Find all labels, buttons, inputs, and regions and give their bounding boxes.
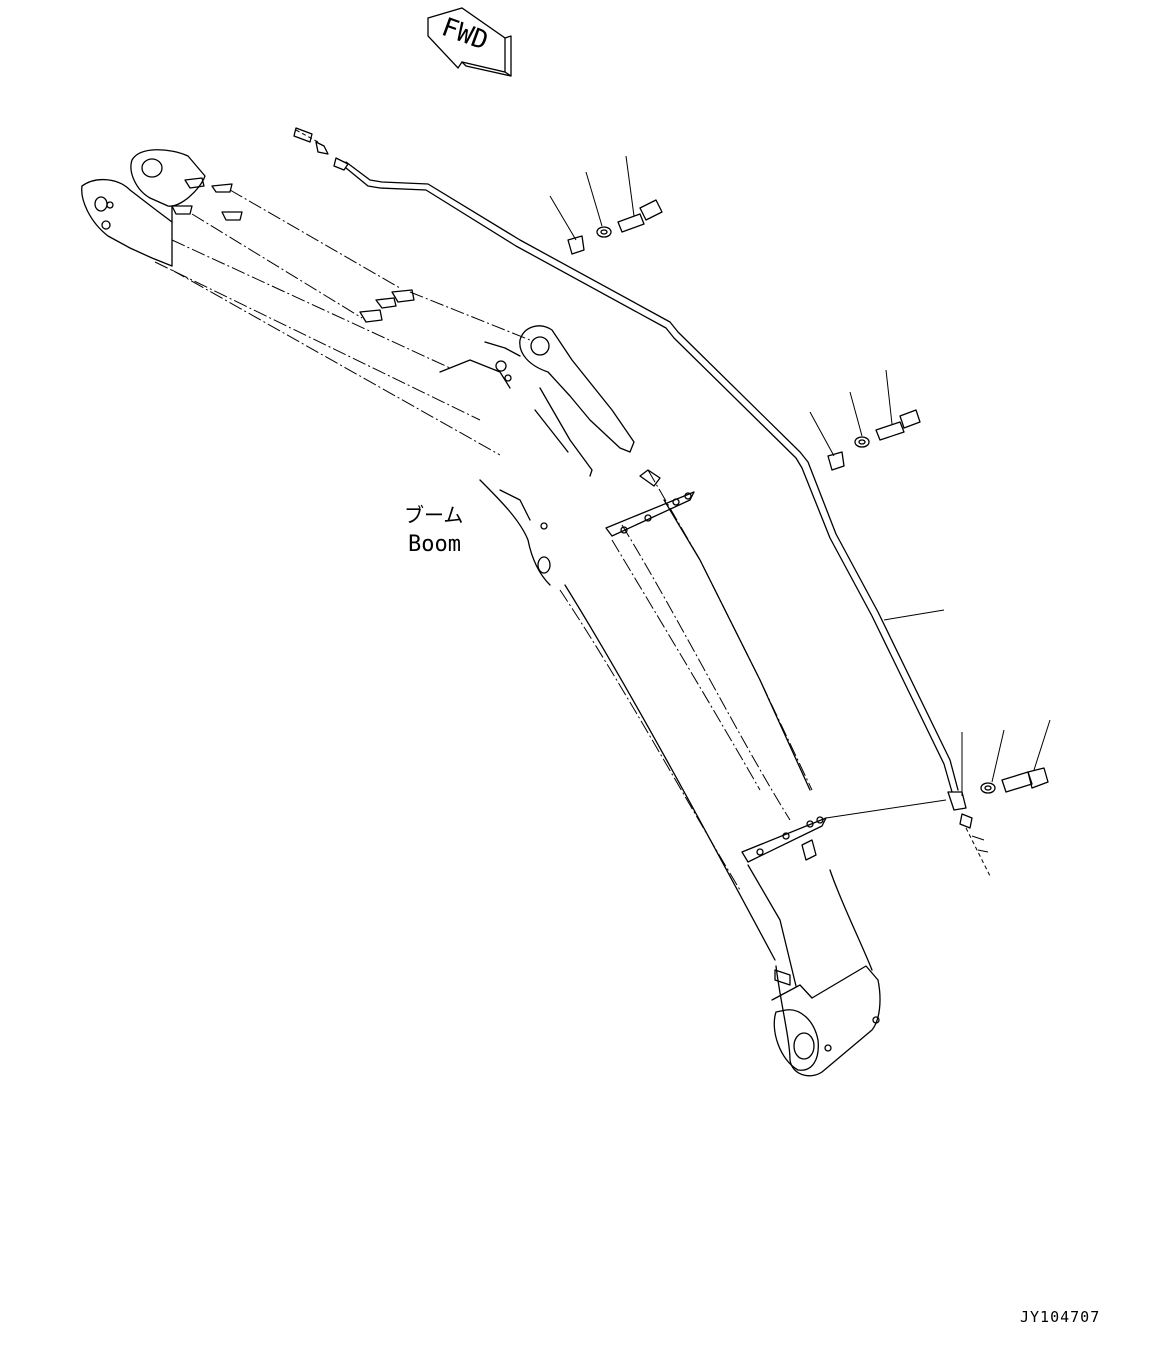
boom-label-english: Boom [408, 532, 461, 557]
drawing-number: JY104707 [1020, 1308, 1100, 1326]
hardware-set-lower [961, 719, 1051, 796]
boom-outline [81, 149, 881, 1077]
hardware-set-upper [549, 155, 663, 255]
fwd-arrow-icon: FWD [427, 7, 512, 77]
boom-pipe-tube [293, 127, 991, 877]
boom-label-japanese: ブーム [404, 503, 463, 527]
hardware-set-middle [809, 369, 921, 471]
